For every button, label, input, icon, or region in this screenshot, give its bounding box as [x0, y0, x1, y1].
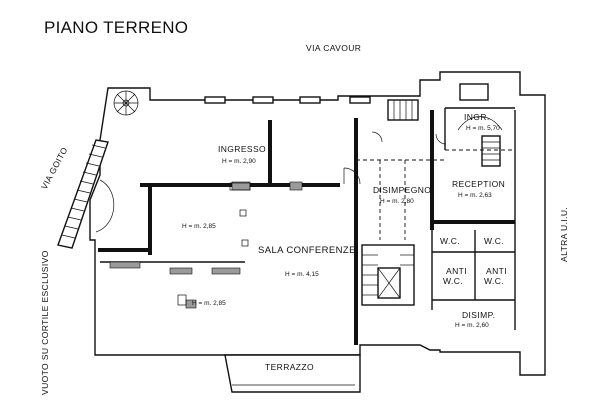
room-disimp-label: DISIMP.	[462, 310, 495, 320]
entrance-stair	[387, 99, 419, 121]
courtyard-curve	[95, 179, 115, 233]
room-anti-wc-2-label-wc: W.C.	[484, 276, 504, 286]
room-reception-label: RECEPTION	[452, 179, 505, 189]
dashed-lines	[356, 149, 515, 240]
room-disimpegno-label: DISIMPEGNO	[373, 185, 431, 195]
interior-walls	[98, 107, 516, 345]
room-wc-1-label: W.C.	[440, 236, 460, 246]
spiral-stair-top-left	[113, 90, 139, 116]
stair-core	[361, 244, 415, 306]
page-title: PIANO TERRENO	[44, 18, 189, 37]
terrace-label: TERRAZZO	[265, 362, 314, 372]
room-ingresso-height: H = m. 2,90	[222, 158, 256, 165]
room-anti-wc-1-label-anti: ANTI	[446, 266, 467, 276]
diagonal-stair	[57, 139, 109, 249]
terrace	[224, 354, 361, 393]
street-via-goito: VIA GOITO	[39, 145, 70, 191]
room-sala-left-bottom-height: H = m. 2,85	[192, 300, 226, 307]
ingr-stair	[457, 83, 503, 167]
street-via-cavour: VIA CAVOUR	[306, 43, 361, 53]
floor-marks	[177, 182, 251, 306]
room-disimpegno-height: H = m. 2,80	[380, 198, 414, 205]
room-reception-height: H = m. 2,63	[458, 192, 492, 199]
label-vuoto-cortile: VUOTO SU CORTILE ESCLUSIVO	[40, 250, 50, 395]
room-wc-2-label: W.C.	[484, 236, 504, 246]
room-sala-conferenze-label: SALA CONFERENZE	[258, 245, 356, 256]
room-sala-conferenze-height: H = m. 4,15	[285, 271, 319, 278]
room-anti-wc-2-label-anti: ANTI	[486, 266, 507, 276]
room-anti-wc-1-label-wc: W.C.	[443, 276, 463, 286]
room-disimp-height: H = m. 2,60	[455, 322, 489, 329]
room-ingr-height: H = m. 5,70	[466, 125, 500, 132]
room-ingr-label: INGR.	[464, 112, 490, 122]
label-altra-uiu: ALTRA U.I.U.	[559, 207, 569, 262]
doors	[343, 131, 447, 185]
wall-pillars	[109, 181, 303, 309]
room-ingresso-label: INGRESSO	[218, 144, 266, 154]
room-sala-left-top-height: H = m. 2,85	[182, 223, 216, 230]
top-windows	[204, 96, 371, 104]
